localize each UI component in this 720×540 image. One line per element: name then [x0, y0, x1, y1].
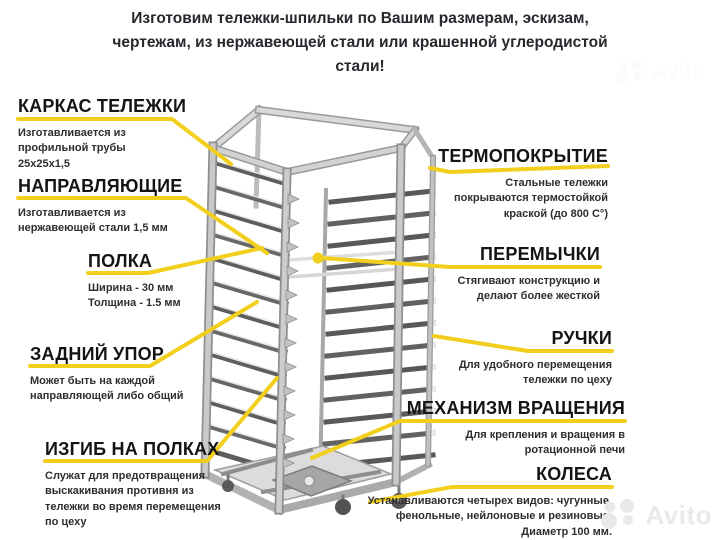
callout-shelf-description: Ширина - 30 мм Толщина - 1.5 мм [88, 282, 181, 310]
callout-handles-heading: РУЧКИ [551, 328, 612, 348]
avito-logo-icon [601, 499, 635, 529]
callout-guides-description: Изготавливается из нержавеющей стали 1,5… [18, 207, 168, 235]
callout-rotation-mechanism-heading: МЕХАНИЗМ ВРАЩЕНИЯ [406, 398, 625, 418]
avito-watermark-text: Avito [645, 499, 712, 530]
callout-rotation-mechanism: МЕХАНИЗМ ВРАЩЕНИЯ Для крепления и вращен… [407, 398, 625, 459]
avito-logo-icon-faint [615, 58, 642, 83]
callout-crossbars-description: Стягивают конструкцию и делают более жес… [457, 275, 600, 303]
callout-shelf: ПОЛКА Ширина - 30 мм Толщина - 1.5 мм [88, 251, 181, 312]
trolley-illustration [199, 104, 437, 516]
avito-watermark-text-faint: Avito [651, 59, 706, 83]
avito-watermark-bottom: Avito [601, 498, 712, 532]
callout-back-stop-description: Может быть на каждой направляющей либо о… [30, 375, 184, 403]
callout-rotation-mechanism-description: Для крепления и вращения в ротационной п… [465, 429, 625, 457]
callout-shelf-bend-description: Служат для предотвращения выскакивания п… [45, 470, 221, 529]
callout-thermo-coating-heading: ТЕРМОПОКРЫТИЕ [438, 146, 608, 166]
callout-crossbars-heading: ПЕРЕМЫЧКИ [480, 244, 600, 264]
callout-shelf-heading: ПОЛКА [88, 251, 153, 271]
avito-watermark-top: Avito [615, 58, 706, 85]
callout-back-stop: ЗАДНИЙ УПОР Может быть на каждой направл… [30, 344, 184, 405]
callout-handles: РУЧКИ Для удобного перемещения тележки п… [459, 328, 612, 389]
callout-frame-heading: КАРКАС ТЕЛЕЖКИ [18, 96, 187, 116]
page-title: Изготовим тележки-шпильки по Вашим разме… [112, 10, 608, 76]
callout-guides-heading: НАПРАВЛЯЮЩИЕ [18, 176, 183, 196]
callout-back-stop-heading: ЗАДНИЙ УПОР [30, 344, 164, 364]
callout-shelf-bend-heading: ИЗГИБ НА ПОЛКАХ [45, 439, 220, 459]
callout-guides: НАПРАВЛЯЮЩИЕ Изготавливается из нержавею… [18, 176, 183, 237]
callout-frame-description: Изготавливается из профильной трубы 25х2… [18, 127, 126, 170]
shelf-tabs [282, 193, 300, 469]
left-rails [204, 158, 291, 476]
callout-crossbars: ПЕРЕМЫЧКИ Стягивают конструкцию и делают… [457, 244, 600, 305]
callout-shelf-bend: ИЗГИБ НА ПОЛКАХ Служат для предотвращени… [45, 439, 221, 531]
callout-thermo-coating: ТЕРМОПОКРЫТИЕ Стальные тележки покрывают… [438, 146, 608, 222]
callout-frame: КАРКАС ТЕЛЕЖКИ Изготавливается из профил… [18, 96, 186, 172]
callout-thermo-coating-description: Стальные тележки покрываются термостойко… [454, 177, 608, 220]
callout-wheels-description: Устанавливаются четырех видов: чугунные,… [367, 495, 612, 538]
callout-handles-description: Для удобного перемещения тележки по цеху [458, 359, 612, 387]
callout-wheels: КОЛЕСА Устанавливаются четырех видов: чу… [368, 464, 612, 540]
callout-wheels-heading: КОЛЕСА [536, 464, 612, 484]
